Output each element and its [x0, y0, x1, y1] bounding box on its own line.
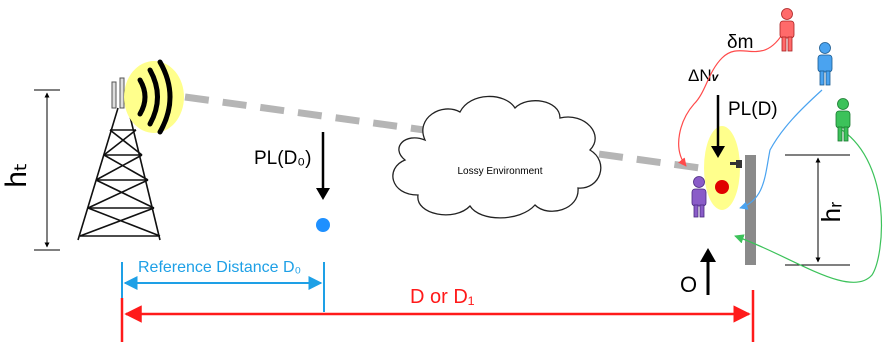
cloud-icon: Lossy Environment [392, 95, 602, 219]
total-distance-label: D or D₁ [410, 286, 475, 308]
reference-point [316, 218, 330, 232]
person-icon [691, 176, 707, 218]
scatter-path-green [734, 129, 882, 283]
person-icon [779, 8, 795, 52]
receiver-height-dimension: hᵣ [785, 154, 850, 266]
delta-n-label: ΔNv [688, 66, 720, 85]
delta-m-label: δm [727, 32, 753, 53]
person-icon [835, 98, 851, 142]
reference-path-loss: PL(D₀) [254, 132, 330, 232]
total-distance-dimension: D or D₁ [120, 286, 755, 342]
receiver-path-loss: PL(D) [711, 95, 778, 158]
receiver-point [715, 180, 729, 194]
reference-path-loss-label: PL(D₀) [254, 148, 312, 169]
scatter-path-blue [739, 89, 823, 210]
reference-distance-dimension: Reference Distance D₀ [121, 259, 325, 342]
signal-glow [124, 61, 184, 133]
obstacle-indicator: O [680, 248, 716, 297]
obstacle-label: O [680, 272, 697, 297]
receiver-height-label: hᵣ [816, 202, 846, 223]
cloud-label: Lossy Environment [457, 166, 542, 177]
signal-link [184, 93, 701, 172]
reference-distance-label: Reference Distance D₀ [138, 259, 301, 276]
transmitter-height-dimension: hₜ [0, 89, 60, 251]
person-icon [817, 42, 833, 86]
receiver-path-loss-label: PL(D) [728, 99, 778, 120]
receiver-pole [745, 155, 756, 265]
receiver-antenna-icon [704, 126, 742, 210]
transmitter-height-label: hₜ [0, 162, 33, 188]
scatter-path-red [678, 29, 786, 167]
signal-waves-icon [124, 59, 184, 135]
